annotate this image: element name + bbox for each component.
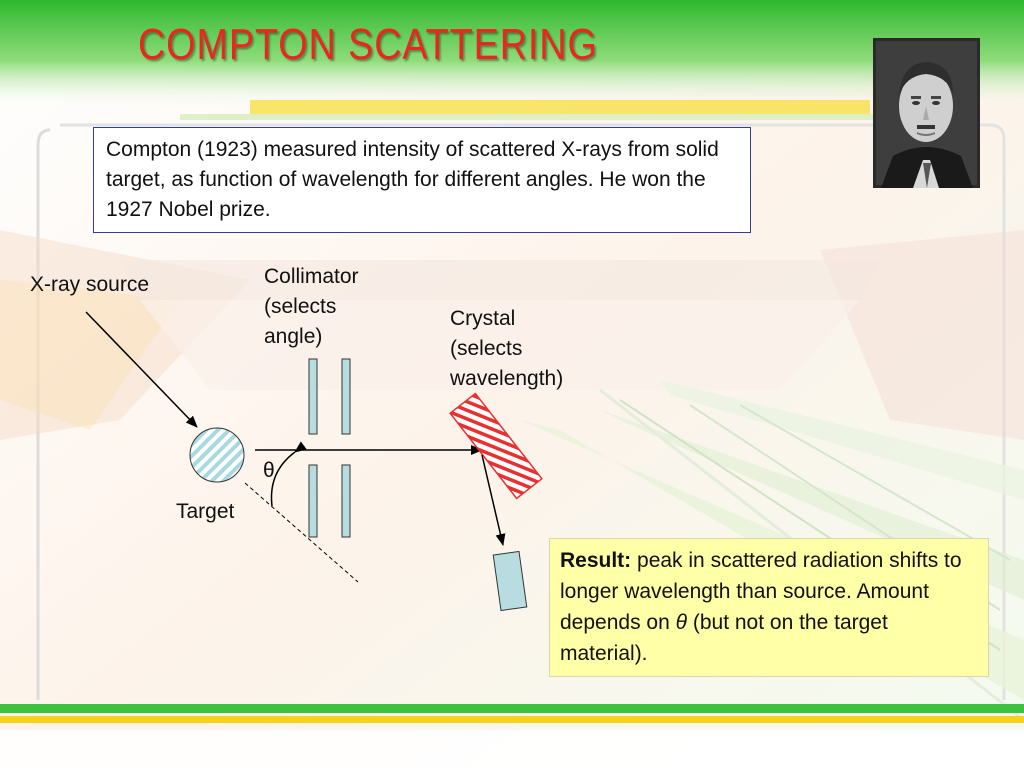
collimator-label-line-2: (selects bbox=[264, 295, 337, 318]
collimator-label: Collimator (selects angle) bbox=[264, 262, 359, 352]
slide-title: COMPTON SCATTERING bbox=[138, 20, 598, 69]
crystal-label: Crystal (selects wavelength) bbox=[450, 304, 563, 394]
crystal-label-line-1: Crystal bbox=[450, 307, 516, 330]
collimator-label-line-3: angle) bbox=[264, 325, 323, 348]
collimator-slit-lower-right bbox=[341, 464, 351, 538]
crystal-label-line-3: wavelength) bbox=[450, 367, 564, 390]
theta-arc bbox=[270, 441, 307, 507]
collimator-slit-upper-right bbox=[341, 358, 351, 435]
diffracted-beam-arrow bbox=[481, 454, 506, 546]
crystal bbox=[449, 392, 543, 500]
collimator-slit-lower-left bbox=[308, 464, 318, 538]
incident-direction-dashed bbox=[244, 482, 359, 583]
result-box: Result: peak in scattered radiation shif… bbox=[549, 538, 989, 677]
result-text-after: (but not on the target material). bbox=[560, 611, 888, 665]
xray-source-label: X-ray source bbox=[30, 273, 150, 296]
theta-label: θ bbox=[263, 459, 275, 482]
collimator-label-line-1: Collimator bbox=[264, 265, 359, 288]
target-label: Target bbox=[176, 500, 235, 523]
result-text-before: peak in scattered radiation shifts to lo… bbox=[560, 549, 962, 634]
intro-text-box: Compton (1923) measured intensity of sca… bbox=[93, 127, 751, 233]
collimator-slit-upper-left bbox=[308, 358, 318, 435]
crystal-label-line-2: (selects bbox=[450, 337, 523, 360]
result-lead: Result: bbox=[560, 549, 632, 572]
detector bbox=[492, 550, 528, 612]
compton-portrait bbox=[873, 38, 980, 188]
target-disc bbox=[189, 427, 245, 483]
result-theta: θ bbox=[675, 611, 688, 634]
incoming-xray-arrow bbox=[85, 311, 198, 428]
